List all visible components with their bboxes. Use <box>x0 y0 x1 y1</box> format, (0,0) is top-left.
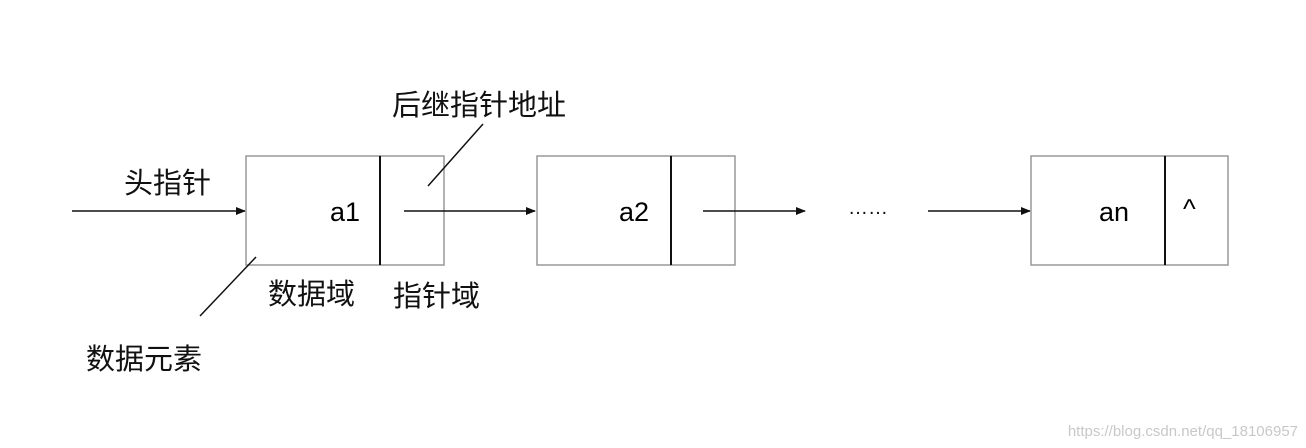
node-n-pointer-box <box>1164 155 1229 266</box>
node-2: a2 <box>536 155 736 266</box>
node-2-data-box <box>536 155 672 266</box>
node-n-data-box <box>1030 155 1166 266</box>
successor-address-callout-line <box>427 123 484 187</box>
node-n-null-pointer: ^ <box>1183 194 1196 224</box>
data-element-callout-line <box>199 256 257 317</box>
node-1: a1 <box>245 155 445 266</box>
node-1-value: a1 <box>330 197 360 227</box>
pointer-field-label: 指针域 <box>393 279 481 313</box>
watermark: https://blog.csdn.net/qq_18106957 <box>1067 423 1298 440</box>
node-n-value: an <box>1099 197 1129 227</box>
head-pointer-label: 头指针 <box>124 166 212 200</box>
node-n: an ^ <box>1030 155 1229 266</box>
successor-address-label: 后继指针地址 <box>392 88 567 122</box>
data-element-label: 数据元素 <box>86 342 203 376</box>
data-field-label: 数据域 <box>268 277 356 311</box>
ellipsis: …… <box>848 197 888 219</box>
node-2-value: a2 <box>619 197 649 227</box>
